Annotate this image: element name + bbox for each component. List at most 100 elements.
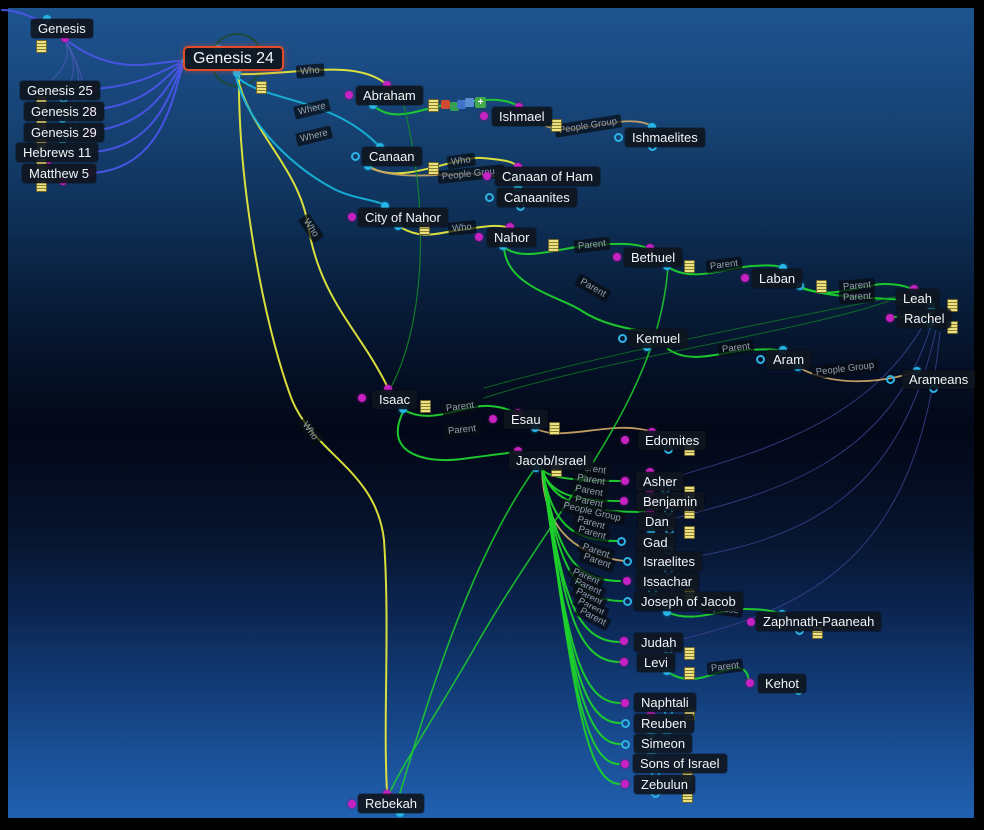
expand-ring-icon[interactable] [886, 375, 895, 384]
graph-canvas[interactable] [8, 8, 974, 818]
port-marker-cyan[interactable] [381, 202, 389, 210]
port-marker-magenta[interactable] [746, 679, 754, 687]
node-kehot[interactable]: Kehot [758, 674, 806, 693]
expand-ring-icon[interactable] [623, 557, 632, 566]
port-marker-magenta[interactable] [621, 760, 629, 768]
node-arameans[interactable]: Arameans [902, 370, 976, 389]
node-laban[interactable]: Laban [752, 269, 803, 288]
node-gad[interactable]: Gad [636, 533, 675, 552]
expand-ring-icon[interactable] [621, 740, 630, 749]
note-icon[interactable] [947, 299, 958, 312]
port-marker-magenta[interactable] [475, 233, 483, 241]
note-icon[interactable] [256, 81, 267, 94]
port-marker-magenta[interactable] [621, 780, 629, 788]
node-aram[interactable]: Aram [766, 350, 812, 369]
node-reuben[interactable]: Reuben [634, 714, 694, 733]
expand-ring-icon[interactable] [485, 193, 494, 202]
note-icon[interactable] [684, 526, 695, 539]
node-genesis-28[interactable]: Genesis 28 [24, 102, 104, 121]
media-icon[interactable] [441, 100, 450, 109]
node-genesis-29[interactable]: Genesis 29 [24, 123, 104, 142]
port-marker-magenta[interactable] [620, 637, 628, 645]
note-icon[interactable] [428, 162, 439, 175]
port-marker-magenta[interactable] [741, 274, 749, 282]
node-edomites[interactable]: Edomites [638, 431, 707, 450]
port-marker-cyan[interactable] [663, 608, 671, 616]
port-marker-magenta[interactable] [613, 253, 621, 261]
port-marker-magenta[interactable] [348, 800, 356, 808]
note-icon[interactable] [548, 239, 559, 252]
link-icon[interactable] [457, 100, 466, 109]
port-marker-magenta[interactable] [61, 34, 69, 42]
note-icon[interactable] [428, 99, 439, 112]
port-marker-magenta[interactable] [506, 223, 514, 231]
node-rebekah[interactable]: Rebekah [358, 794, 425, 813]
node-israelites[interactable]: Israelites [636, 552, 703, 571]
expand-ring-icon[interactable] [614, 133, 623, 142]
node-genesis[interactable]: Genesis [31, 19, 93, 38]
node-esau[interactable]: Esau [504, 410, 548, 429]
tag-icon[interactable] [450, 102, 459, 111]
note-icon[interactable] [684, 647, 695, 660]
port-marker-magenta[interactable] [489, 415, 497, 423]
port-marker-magenta[interactable] [621, 436, 629, 444]
note-icon[interactable] [816, 280, 827, 293]
expand-ring-icon[interactable] [617, 537, 626, 546]
port-marker-magenta[interactable] [621, 477, 629, 485]
port-marker-magenta[interactable] [383, 81, 391, 89]
node-canaan[interactable]: Canaan [362, 147, 422, 166]
node-abraham[interactable]: Abraham [356, 86, 423, 105]
note-icon[interactable] [549, 422, 560, 435]
node-canaanites[interactable]: Canaanites [497, 188, 577, 207]
note-icon[interactable] [420, 400, 431, 413]
cube-icon[interactable] [465, 98, 474, 107]
node-isaac[interactable]: Isaac [372, 390, 418, 409]
node-genesis-24[interactable]: Genesis 24 [183, 46, 284, 71]
note-icon[interactable] [36, 40, 47, 53]
port-marker-magenta[interactable] [480, 112, 488, 120]
node-genesis-25[interactable]: Genesis 25 [20, 81, 100, 100]
port-marker-cyan[interactable] [396, 809, 404, 817]
node-issachar[interactable]: Issachar [636, 572, 700, 591]
expand-ring-icon[interactable] [756, 355, 765, 364]
port-marker-magenta[interactable] [384, 385, 392, 393]
node-matthew-5[interactable]: Matthew 5 [22, 164, 96, 183]
node-benjamin[interactable]: Benjamin [636, 492, 705, 511]
node-simeon[interactable]: Simeon [634, 734, 693, 753]
node-canaan-of-ham[interactable]: Canaan of Ham [495, 167, 601, 186]
node-jacob-israel[interactable]: Jacob/Israel [509, 451, 594, 470]
port-marker-cyan[interactable] [233, 69, 241, 77]
port-marker-magenta[interactable] [623, 577, 631, 585]
node-nahor[interactable]: Nahor [487, 228, 537, 247]
port-marker-magenta[interactable] [886, 314, 894, 322]
expand-ring-icon[interactable] [621, 719, 630, 728]
note-icon[interactable] [684, 667, 695, 680]
note-icon[interactable] [551, 119, 562, 132]
port-marker-magenta[interactable] [483, 172, 491, 180]
note-icon[interactable] [684, 260, 695, 273]
node-levi[interactable]: Levi [637, 653, 675, 672]
expand-ring-icon[interactable] [618, 334, 627, 343]
port-marker-cyan[interactable] [779, 264, 787, 272]
node-hebrews-11[interactable]: Hebrews 11 [16, 143, 99, 162]
node-leah[interactable]: Leah [896, 289, 939, 308]
node-asher[interactable]: Asher [636, 472, 684, 491]
node-kemuel[interactable]: Kemuel [629, 329, 688, 348]
node-judah[interactable]: Judah [634, 633, 684, 652]
node-ishmael[interactable]: Ishmael [492, 107, 552, 126]
port-marker-cyan[interactable] [647, 527, 655, 535]
port-marker-magenta[interactable] [348, 213, 356, 221]
node-naphtali[interactable]: Naphtali [634, 693, 696, 712]
node-rachel[interactable]: Rachel [897, 309, 952, 328]
node-joseph-of-jacob[interactable]: Joseph of Jacob [634, 592, 743, 611]
port-marker-magenta[interactable] [621, 699, 629, 707]
node-zebulun[interactable]: Zebulun [634, 775, 695, 794]
node-sons-of-israel[interactable]: Sons of Israel [633, 754, 727, 773]
expand-ring-icon[interactable] [351, 152, 360, 161]
port-marker-magenta[interactable] [747, 618, 755, 626]
node-bethuel[interactable]: Bethuel [624, 248, 683, 267]
port-marker-magenta[interactable] [358, 394, 366, 402]
add-icon[interactable]: + [475, 97, 486, 108]
expand-ring-icon[interactable] [623, 597, 632, 606]
node-dan[interactable]: Dan [638, 512, 676, 531]
